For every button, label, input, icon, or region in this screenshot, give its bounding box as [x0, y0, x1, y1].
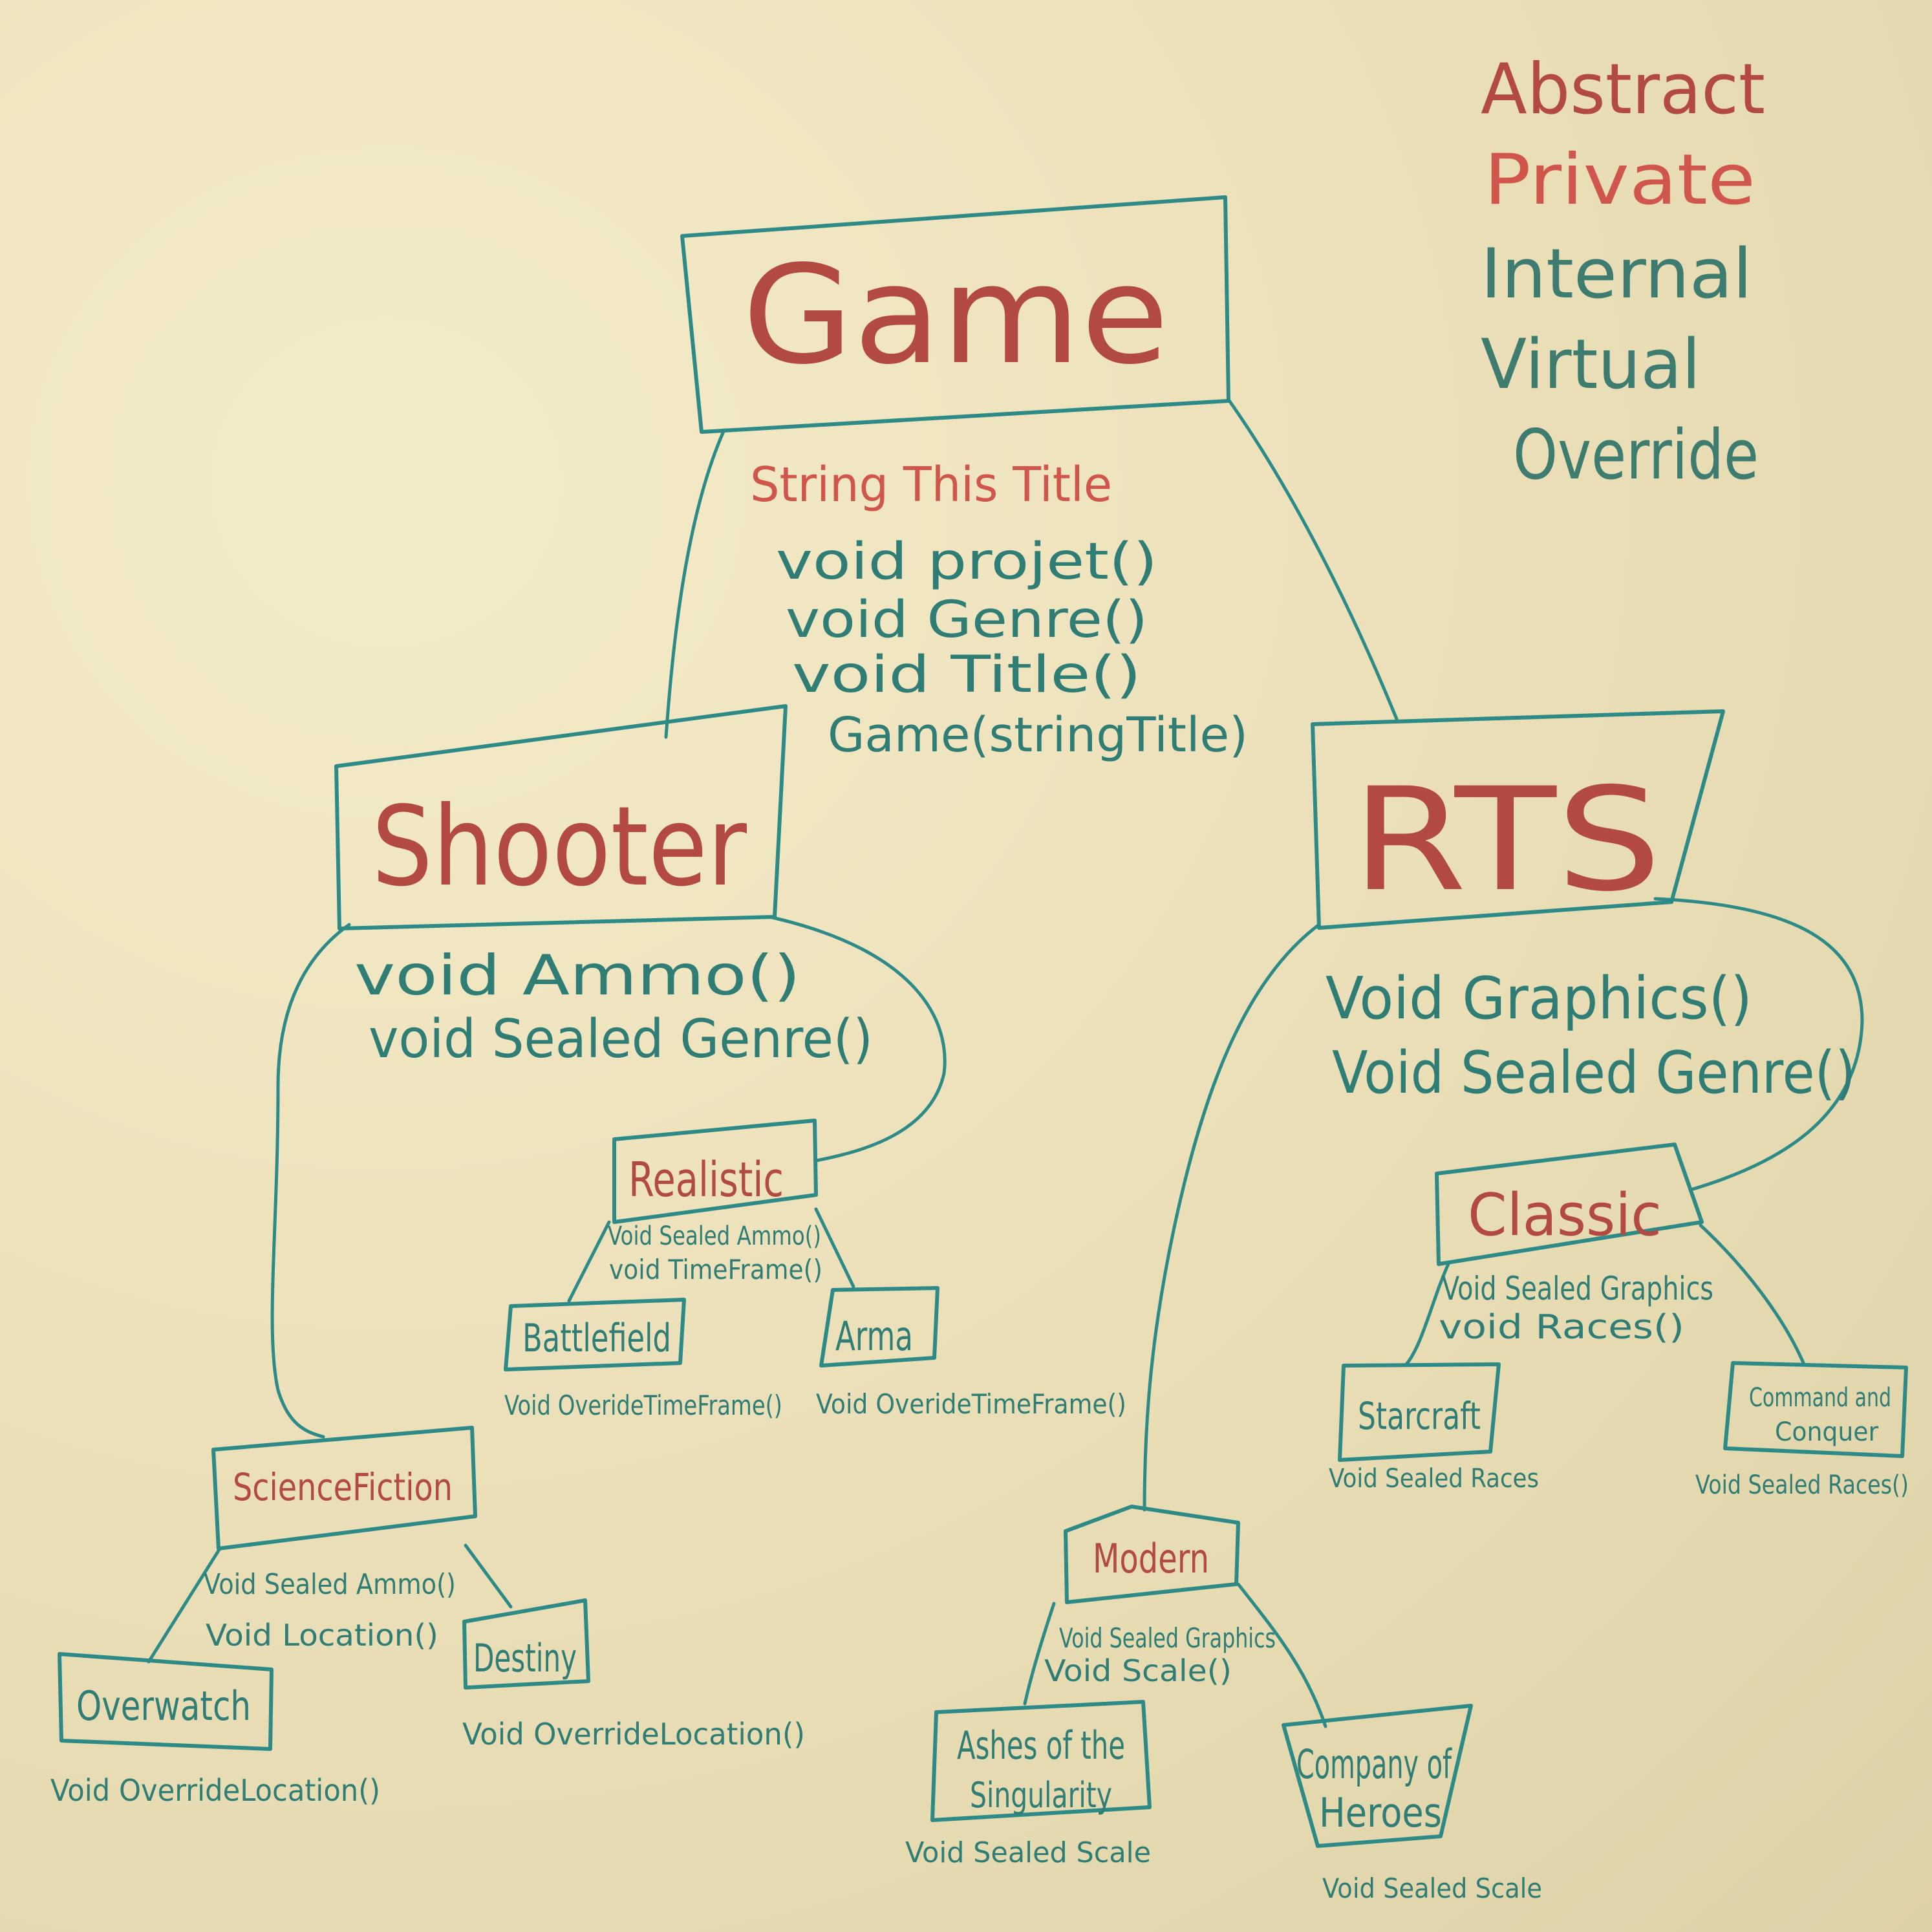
- shooter-box: [334, 704, 788, 930]
- rts-title: RTS: [1351, 757, 1662, 923]
- classic-box: [1435, 1143, 1704, 1266]
- rts-method-2: Void Sealed Genre(): [1332, 1039, 1856, 1107]
- modern-title: Modern: [1093, 1535, 1209, 1582]
- classic-method-2: void Races(): [1439, 1308, 1684, 1347]
- link-classic-cnc: [1699, 1223, 1806, 1366]
- battlefield-note: Void OverideTimeFrame(): [504, 1390, 782, 1421]
- game-title: Game: [742, 236, 1169, 394]
- starcraft-title: Starcraft: [1358, 1394, 1481, 1438]
- class-game: Game String This Title void projet() voi…: [680, 195, 1248, 763]
- coh-title-line1: Company of: [1296, 1741, 1452, 1788]
- realistic-title: Realistic: [628, 1152, 784, 1208]
- modifier-legend: Abstract Private Internal Virtual Overri…: [1481, 49, 1765, 495]
- legend-abstract: Abstract: [1481, 49, 1765, 130]
- class-rts: RTS Void Graphics() Void Sealed Genre(): [1311, 709, 1856, 1107]
- cnc-title-line2: Conquer: [1775, 1417, 1879, 1447]
- link-shooter-realistic: [767, 915, 947, 1163]
- class-shooter: Shooter void Ammo() void Sealed Genre(): [334, 704, 873, 1070]
- class-company-of-heroes: Company of Heroes Void Sealed Scale: [1282, 1704, 1542, 1904]
- game-method-1: void projet(): [776, 533, 1157, 591]
- coh-note: Void Sealed Scale: [1322, 1873, 1542, 1904]
- game-method-3: void Title(): [792, 646, 1141, 704]
- arma-title: Arma: [835, 1313, 913, 1360]
- link-game-shooter: [664, 428, 726, 739]
- classic-method-1: Void Sealed Graphics: [1442, 1270, 1713, 1307]
- class-battlefield: Battlefield Void OverideTimeFrame(): [504, 1298, 782, 1421]
- arma-note: Void OverideTimeFrame(): [816, 1388, 1126, 1420]
- modern-method-2: Void Scale(): [1044, 1653, 1232, 1688]
- overwatch-title: Overwatch: [76, 1682, 251, 1730]
- link-scifi-destiny: [464, 1543, 513, 1609]
- link-modern-coh: [1236, 1582, 1327, 1728]
- modern-box: [1064, 1505, 1240, 1604]
- starcraft-note: Void Sealed Races: [1329, 1464, 1539, 1494]
- link-rts-modern: [1143, 923, 1321, 1512]
- ashes-note: Void Sealed Scale: [905, 1836, 1151, 1869]
- starcraft-box: [1338, 1362, 1501, 1462]
- class-overwatch: Overwatch Void OverrideLocation(): [50, 1652, 380, 1808]
- scifi-method-2: Void Location(): [206, 1618, 438, 1653]
- link-realistic-arma: [814, 1207, 855, 1289]
- cnc-box: [1723, 1361, 1908, 1458]
- class-destiny: Destiny Void OverrideLocation(): [462, 1598, 805, 1752]
- scifi-title: ScienceFiction: [233, 1465, 453, 1509]
- scifi-box: [211, 1426, 477, 1551]
- game-constructor: Game(stringTitle): [828, 707, 1248, 763]
- realistic-box: [612, 1119, 818, 1224]
- realistic-method-2: void TimeFrame(): [609, 1254, 822, 1285]
- game-method-2: void Genre(): [786, 591, 1148, 649]
- modern-method-1: Void Sealed Graphics: [1059, 1622, 1276, 1654]
- shooter-method-2: void Sealed Genre(): [369, 1009, 873, 1070]
- realistic-method-1: Void Sealed Ammo(): [608, 1221, 821, 1251]
- ashes-box: [930, 1700, 1152, 1822]
- coh-box: [1282, 1704, 1473, 1848]
- cnc-note: Void Sealed Races(): [1695, 1470, 1909, 1500]
- destiny-box: [462, 1598, 590, 1690]
- link-modern-ashes: [1023, 1602, 1056, 1706]
- link-realistic-battlefield: [567, 1220, 611, 1303]
- link-shooter-scifi: [270, 923, 351, 1439]
- ashes-title-line2: Singularity: [970, 1775, 1112, 1816]
- coh-title-line2: Heroes: [1319, 1789, 1442, 1836]
- class-ashes-of-the-singularity: Ashes of the Singularity Void Sealed Sca…: [905, 1700, 1152, 1869]
- scifi-method-1: Void Sealed Ammo(): [204, 1568, 456, 1601]
- battlefield-box: [504, 1298, 686, 1371]
- link-game-rts: [1227, 398, 1399, 721]
- rts-box: [1311, 709, 1725, 930]
- class-starcraft: Starcraft Void Sealed Races: [1329, 1362, 1539, 1494]
- class-modern: Modern Void Sealed Graphics Void Scale(): [1044, 1505, 1276, 1688]
- arma-box: [819, 1286, 939, 1368]
- battlefield-title: Battlefield: [522, 1316, 671, 1361]
- destiny-note: Void OverrideLocation(): [462, 1717, 805, 1752]
- overwatch-box: [58, 1652, 274, 1751]
- legend-private: Private: [1484, 140, 1755, 220]
- link-classic-starcraft: [1404, 1262, 1450, 1366]
- shooter-title: Shooter: [372, 783, 747, 911]
- rts-method-1: Void Graphics(): [1326, 965, 1752, 1033]
- class-arma: Arma Void OverideTimeFrame(): [816, 1286, 1126, 1420]
- classic-title: Classic: [1468, 1181, 1662, 1249]
- class-command-and-conquer: Command and Conquer Void Sealed Races(): [1695, 1361, 1909, 1500]
- legend-virtual: Virtual: [1481, 325, 1701, 404]
- link-scifi-overwatch: [147, 1547, 222, 1664]
- overwatch-note: Void OverrideLocation(): [50, 1773, 380, 1808]
- cnc-title-line1: Command and: [1749, 1383, 1891, 1413]
- legend-internal: Internal: [1481, 234, 1752, 314]
- class-classic: Classic Void Sealed Graphics void Races(…: [1435, 1143, 1713, 1347]
- shooter-method-1: void Ammo(): [354, 943, 800, 1008]
- class-science-fiction: ScienceFiction Void Sealed Ammo() Void L…: [204, 1426, 477, 1653]
- legend-override: Override: [1513, 415, 1759, 495]
- game-field: String This Title: [750, 457, 1112, 513]
- destiny-title: Destiny: [473, 1636, 577, 1681]
- ashes-title-line1: Ashes of the: [957, 1723, 1125, 1768]
- game-box: [680, 195, 1230, 434]
- class-realistic: Realistic Void Sealed Ammo() void TimeFr…: [608, 1119, 822, 1285]
- inheritance-links: [147, 398, 1864, 1728]
- link-rts-classic: [1653, 897, 1864, 1192]
